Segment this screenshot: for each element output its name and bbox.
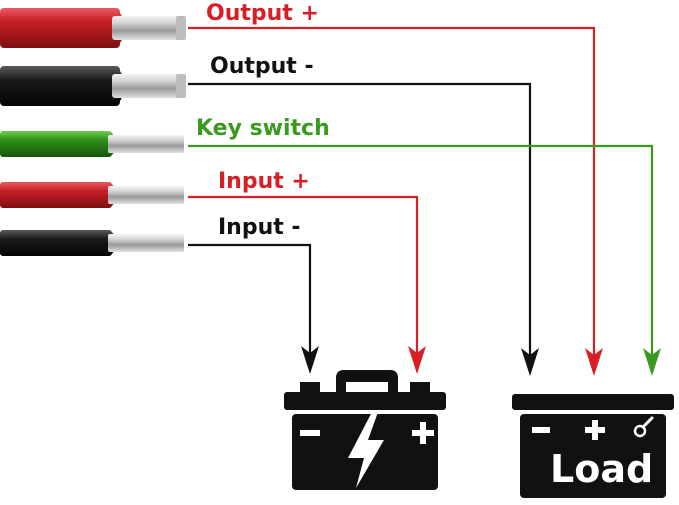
wire-key-switch — [0, 131, 184, 157]
load-plus-icon — [585, 420, 605, 440]
label-output-positive: Output + — [206, 1, 319, 26]
line-output-negative — [188, 82, 532, 360]
key-switch-icon — [633, 416, 654, 438]
arrow-output-negative-icon — [521, 348, 539, 376]
load-minus-icon — [532, 427, 550, 433]
line-key-switch — [188, 144, 654, 360]
load-icon: Load — [512, 394, 674, 498]
line-input-negative — [188, 243, 312, 358]
label-key-switch: Key switch — [196, 116, 330, 141]
line-output-positive — [188, 26, 596, 360]
arrow-input-positive-icon — [408, 346, 426, 374]
lightning-bolt-icon — [348, 412, 384, 488]
wire-output-positive — [0, 8, 186, 48]
wire-input-positive — [0, 182, 184, 208]
arrow-key-switch-icon — [643, 348, 661, 376]
load-label: Load — [550, 447, 653, 491]
label-output-negative: Output - — [210, 54, 314, 79]
battery-plus-icon — [412, 422, 434, 444]
arrow-input-negative-icon — [301, 346, 319, 374]
wire-output-negative — [0, 66, 186, 106]
battery-icon — [284, 370, 446, 490]
line-input-positive — [188, 195, 419, 358]
arrow-output-positive-icon — [585, 348, 603, 376]
label-input-positive: Input + — [218, 169, 310, 194]
label-input-negative: Input - — [218, 215, 301, 240]
wire-input-negative — [0, 230, 184, 256]
battery-minus-icon — [300, 430, 320, 436]
